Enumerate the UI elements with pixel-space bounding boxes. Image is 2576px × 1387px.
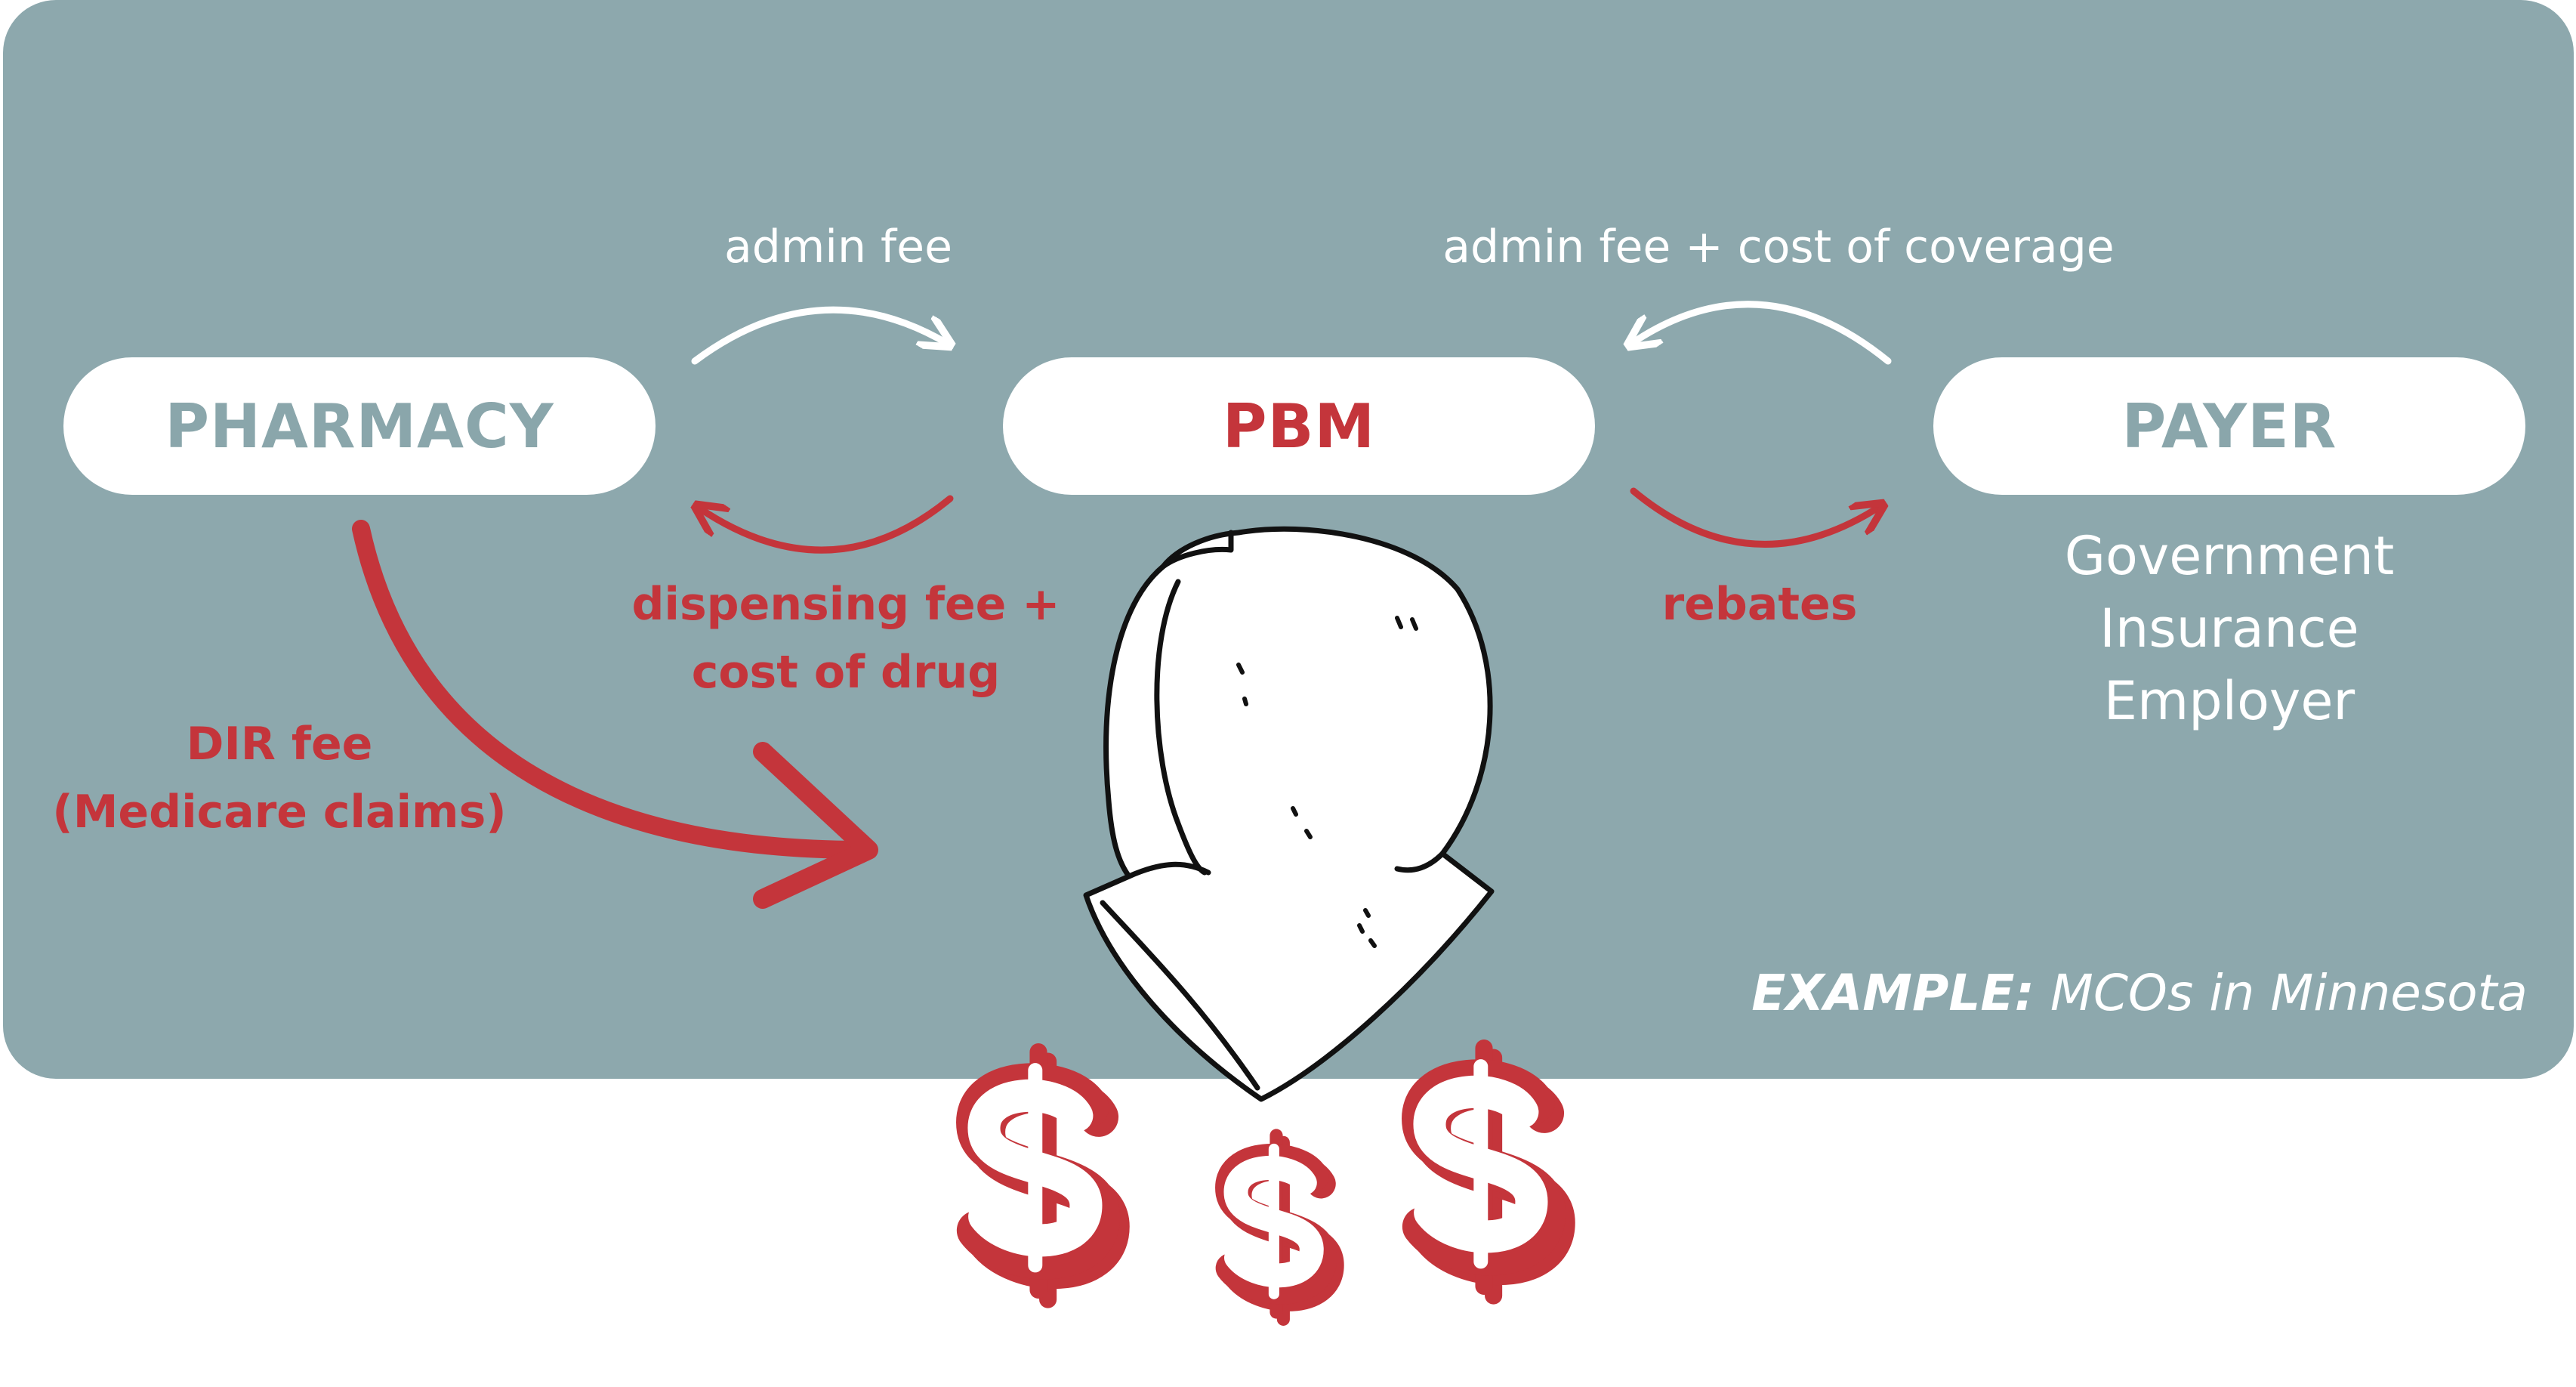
rebates-label: rebates [1661,578,1858,631]
dollar-sign-icon [976,1052,1109,1300]
payer-node: PAYER [1933,357,2525,495]
dispensing-fee-arrow [699,495,954,554]
dispensing-fee-label-line1: dispensing fee + [631,578,1060,631]
pharmacy-node: PHARMACY [63,357,656,495]
down-arrow-icon [1083,526,1495,1102]
example-text: MCOs in Minnesota [2050,964,2528,1022]
dir-fee-arrow [352,520,878,909]
admin-fee-arrow [691,306,948,365]
payer-types-list: Government Insurance Employer [1933,520,2525,737]
payer-type-item: Insurance [2099,598,2359,660]
example-prefix: EXAMPLE: [1751,964,2035,1022]
dir-fee-label-line2: (Medicare claims) [52,786,507,839]
example-caption: EXAMPLE: MCOs in Minnesota [1751,964,2528,1022]
dollar-sign-icon [1230,1135,1330,1319]
payer-type-item: Employer [2103,670,2355,732]
coverage-fee-label: admin fee + cost of coverage [1442,221,2115,273]
pbm-node: PBM [1003,357,1595,495]
coverage-fee-arrow [1631,301,1892,365]
dispensing-fee-label-line2: cost of drug [691,646,1001,699]
dollar-sign-icon [1421,1049,1555,1296]
dir-fee-label-line1: DIR fee [186,718,373,771]
payer-type-item: Government [2064,525,2395,587]
rebates-arrow [1630,487,1880,548]
admin-fee-label: admin fee [723,221,953,273]
